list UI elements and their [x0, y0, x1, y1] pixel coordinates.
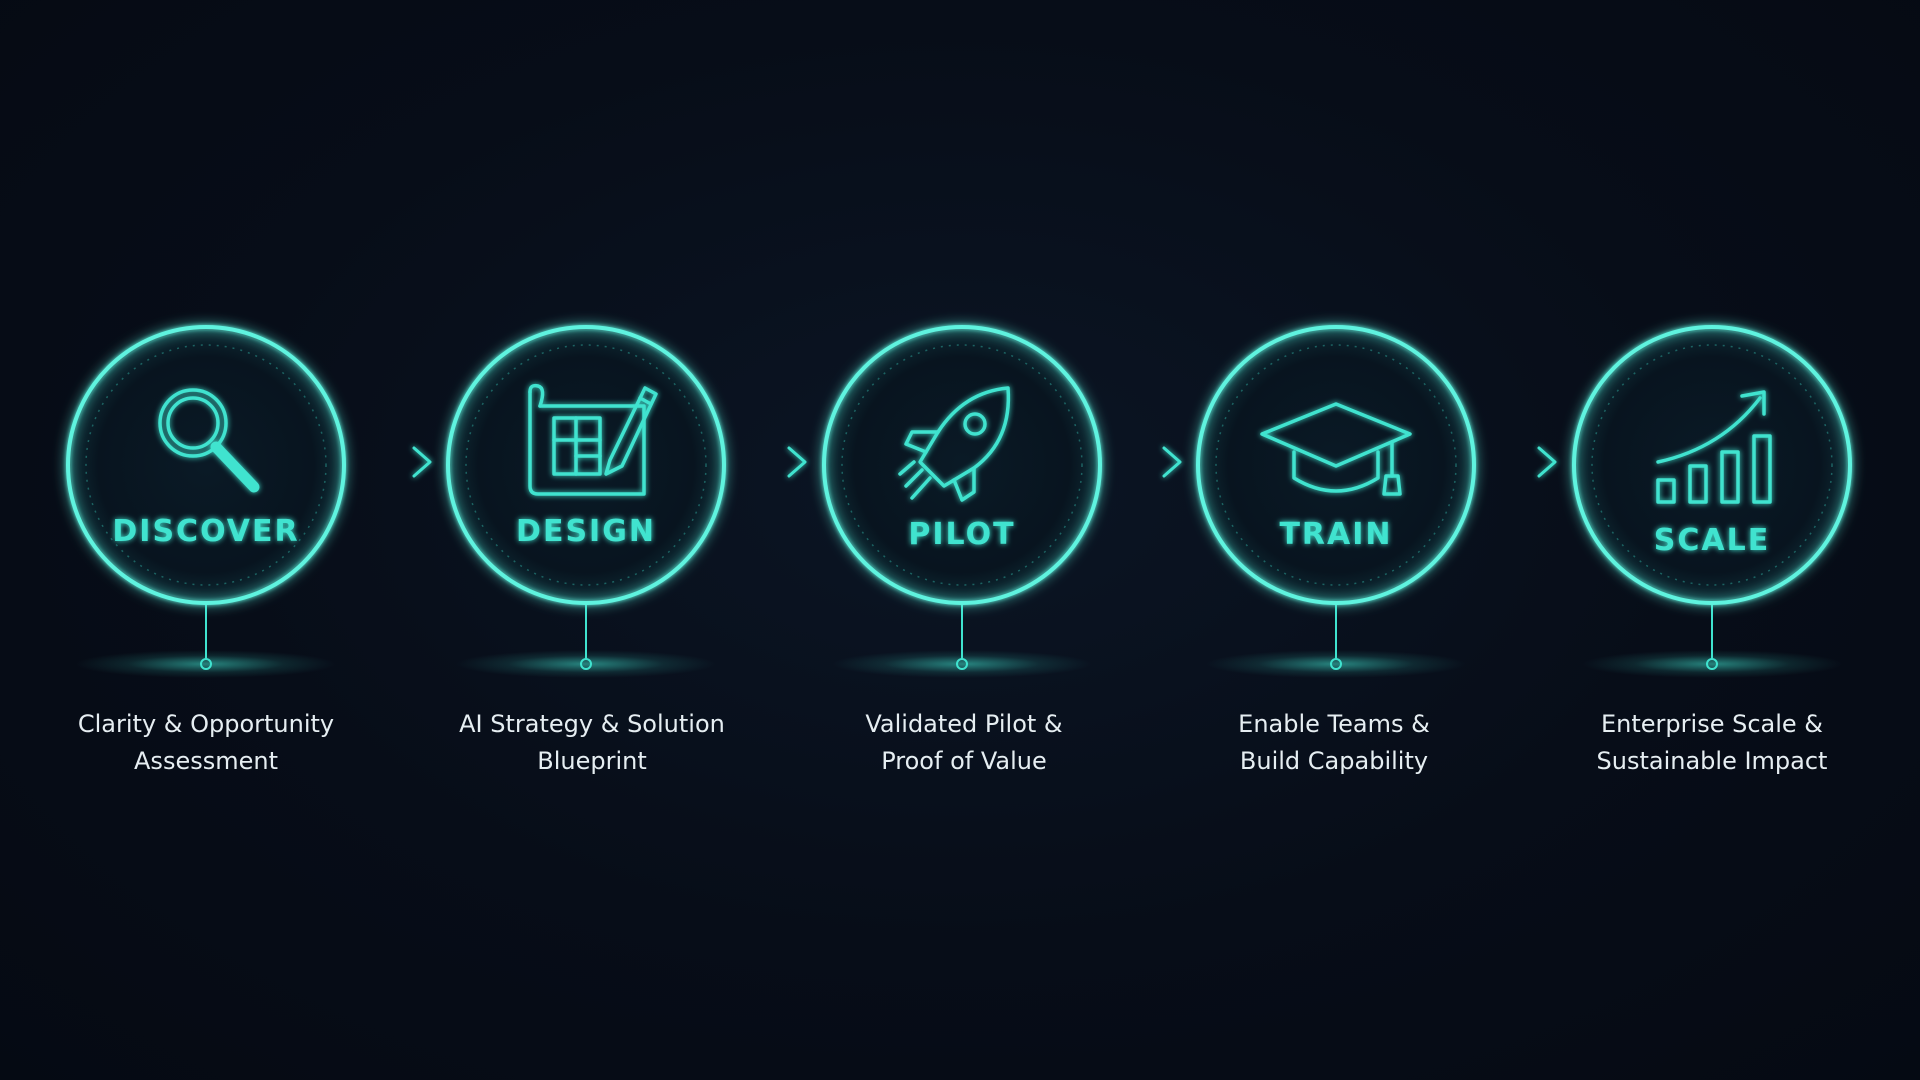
stage-desc-line2: Sustainable Impact — [1597, 747, 1828, 775]
inner-dotted-ring — [465, 344, 707, 586]
stage-pilot: PILOT Validated Pilot & Proof of Value — [822, 325, 1102, 775]
circle-fill — [827, 330, 1097, 600]
stem-node — [580, 658, 592, 670]
rocket-icon — [898, 386, 1011, 502]
stage-desc-line1: Clarity & Opportunity — [78, 710, 334, 738]
stage-title: TRAIN — [1279, 517, 1392, 552]
arrow-3-4 — [1101, 446, 1182, 478]
base-glow — [456, 650, 716, 678]
stage-discover: DISCOVER Clarity & Opportunity Assessmen… — [66, 325, 346, 775]
circle-fill — [71, 330, 341, 600]
arrow-2-3 — [727, 446, 807, 478]
stage-ring — [822, 325, 1102, 605]
inner-dotted-ring — [1215, 344, 1457, 586]
stage-desc-line2: Proof of Value — [881, 747, 1047, 775]
blueprint-pencil-icon — [528, 383, 658, 496]
circle-fill — [1577, 330, 1847, 600]
stage-title: DESIGN — [516, 514, 656, 549]
stem-node — [956, 658, 968, 670]
stage-desc-line1: Enable Teams & — [1238, 710, 1430, 738]
arrow-4-5 — [1476, 446, 1557, 478]
stage-desc-line1: AI Strategy & Solution — [459, 710, 725, 738]
stem-node — [1330, 658, 1342, 670]
stage-desc-line1: Validated Pilot & — [865, 710, 1062, 738]
stage-train: TRAIN Enable Teams & Build Capability — [1196, 325, 1476, 775]
stage-ring — [66, 325, 346, 605]
inner-dotted-ring — [1591, 344, 1833, 586]
stage-title: DISCOVER — [112, 514, 299, 549]
base-glow — [832, 650, 1092, 678]
inner-dotted-ring — [85, 344, 327, 586]
stage-design: DESIGN AI Strategy & Solution Blueprint — [446, 325, 726, 775]
magnifying-glass-icon — [158, 388, 260, 493]
stage-scale: SCALE Enterprise Scale & Sustainable Imp… — [1572, 325, 1852, 775]
circle-fill — [451, 330, 721, 600]
stage-title: SCALE — [1654, 523, 1770, 558]
base-glow — [76, 650, 336, 678]
graduation-cap-icon — [1260, 402, 1412, 496]
stage-desc-line1: Enterprise Scale & — [1601, 710, 1823, 738]
stage-ring — [446, 325, 726, 605]
stage-title: PILOT — [908, 517, 1015, 552]
stem-node — [1706, 658, 1718, 670]
stage-desc-line2: Build Capability — [1240, 747, 1428, 775]
stem-node — [200, 658, 212, 670]
growth-chart-icon — [1656, 390, 1772, 504]
base-glow — [1582, 650, 1842, 678]
stage-ring — [1196, 325, 1476, 605]
inner-dotted-ring — [841, 344, 1083, 586]
arrow-1-2 — [344, 446, 432, 478]
stage-ring — [1572, 325, 1852, 605]
stage-desc-line2: Blueprint — [537, 747, 647, 775]
stage-desc-line2: Assessment — [134, 747, 278, 775]
base-glow — [1206, 650, 1466, 678]
